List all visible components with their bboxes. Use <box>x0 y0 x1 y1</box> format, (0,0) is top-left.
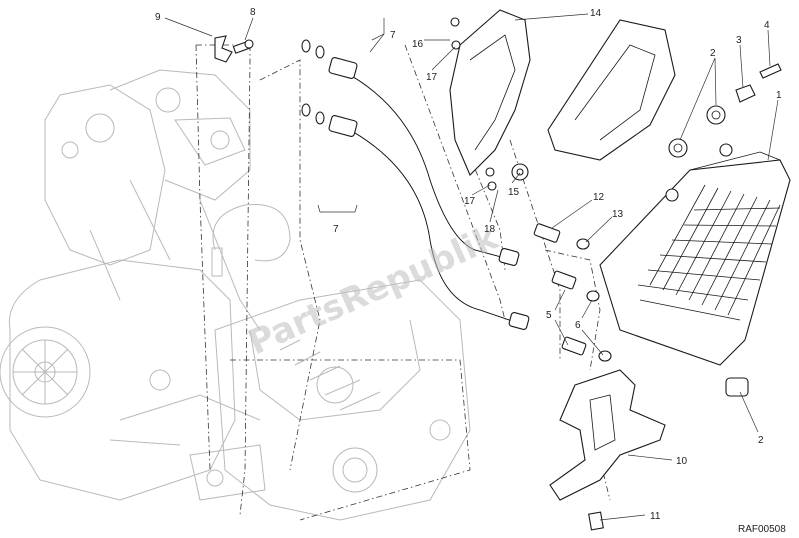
diagram-reference-code: RAF00508 <box>738 524 786 535</box>
callout-9: 9 <box>155 12 161 23</box>
oil-line-fittings <box>533 223 612 362</box>
oil-cooler-radiator <box>599 143 791 366</box>
radiator-shroud <box>449 9 676 191</box>
oil-hose-assembly <box>301 39 530 330</box>
cooler-mounting-bracket <box>549 369 666 531</box>
callout-13: 13 <box>612 209 624 220</box>
callout-7-top: 7 <box>390 30 396 41</box>
callout-2-top: 2 <box>710 48 716 59</box>
callout-labels: 1 2 2 3 4 5 6 7 7 8 9 10 11 12 13 14 15 … <box>155 7 782 522</box>
callout-10: 10 <box>676 456 688 467</box>
callout-11: 11 <box>650 511 661 522</box>
callout-6: 6 <box>575 320 581 331</box>
callout-7-bottom: 7 <box>333 224 339 235</box>
callout-14: 14 <box>590 8 602 19</box>
leader-lines <box>164 13 779 521</box>
callout-1: 1 <box>776 90 782 101</box>
callout-5: 5 <box>546 310 552 321</box>
watermark-text: PartsRepublik <box>242 217 505 363</box>
assembly-guide-lines <box>195 44 611 521</box>
engine-block-illustration <box>0 69 471 521</box>
callout-12: 12 <box>593 192 605 203</box>
rubber-grommets <box>668 63 782 397</box>
callout-8: 8 <box>250 7 256 18</box>
callout-17-top: 17 <box>426 72 438 83</box>
callout-17-bottom: 17 <box>464 196 476 207</box>
callout-4: 4 <box>764 20 770 31</box>
callout-16: 16 <box>412 39 424 50</box>
callout-3: 3 <box>736 35 742 46</box>
clip-and-screw <box>214 35 254 63</box>
callout-18: 18 <box>484 224 496 235</box>
callout-15: 15 <box>508 187 520 198</box>
callout-2-bottom: 2 <box>758 435 764 446</box>
